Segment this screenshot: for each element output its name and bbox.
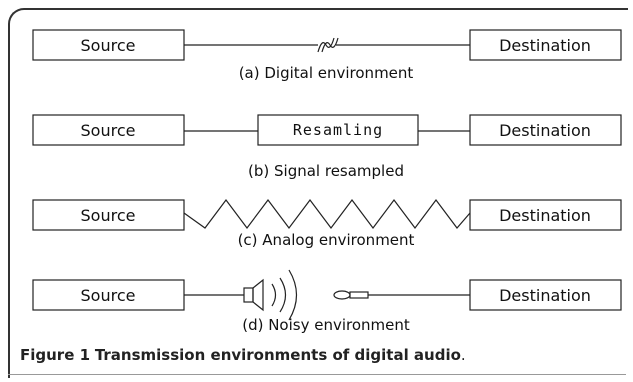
resampling-box <box>257 114 419 146</box>
destination-box-b <box>469 114 622 146</box>
figure-frame <box>8 8 628 378</box>
destination-box-d <box>469 279 622 311</box>
resampling-label: Resamling <box>293 121 383 139</box>
caption-c: (c) Analog environment <box>238 231 415 249</box>
caption-a: (a) Digital environment <box>239 64 414 82</box>
speaker-icon <box>243 269 298 321</box>
source-label-c: Source <box>81 206 136 225</box>
figure-caption-period: . <box>460 346 466 364</box>
analog-wave <box>183 199 471 229</box>
destination-label-a: Destination <box>499 36 591 55</box>
destination-label-b: Destination <box>499 121 591 140</box>
caption-divider <box>8 374 626 375</box>
destination-label-d: Destination <box>499 286 591 305</box>
caption-d: (d) Noisy environment <box>242 316 410 334</box>
caption-b: (b) Signal resampled <box>248 162 404 180</box>
figure-caption: Figure 1 Transmission environments of di… <box>20 346 466 364</box>
source-box-d <box>32 279 185 311</box>
source-label-b: Source <box>81 121 136 140</box>
figure-title: Transmission environments of digital aud… <box>94 346 461 364</box>
figure-number: Figure 1 <box>20 346 91 364</box>
break-symbol <box>317 37 339 53</box>
source-box-c <box>32 199 185 231</box>
microphone-icon <box>333 290 369 300</box>
destination-label-c: Destination <box>499 206 591 225</box>
source-box-a <box>32 29 185 61</box>
destination-box-c <box>469 199 622 231</box>
destination-box-a <box>469 29 622 61</box>
source-label-a: Source <box>81 36 136 55</box>
source-label-d: Source <box>81 286 136 305</box>
source-box-b <box>32 114 185 146</box>
